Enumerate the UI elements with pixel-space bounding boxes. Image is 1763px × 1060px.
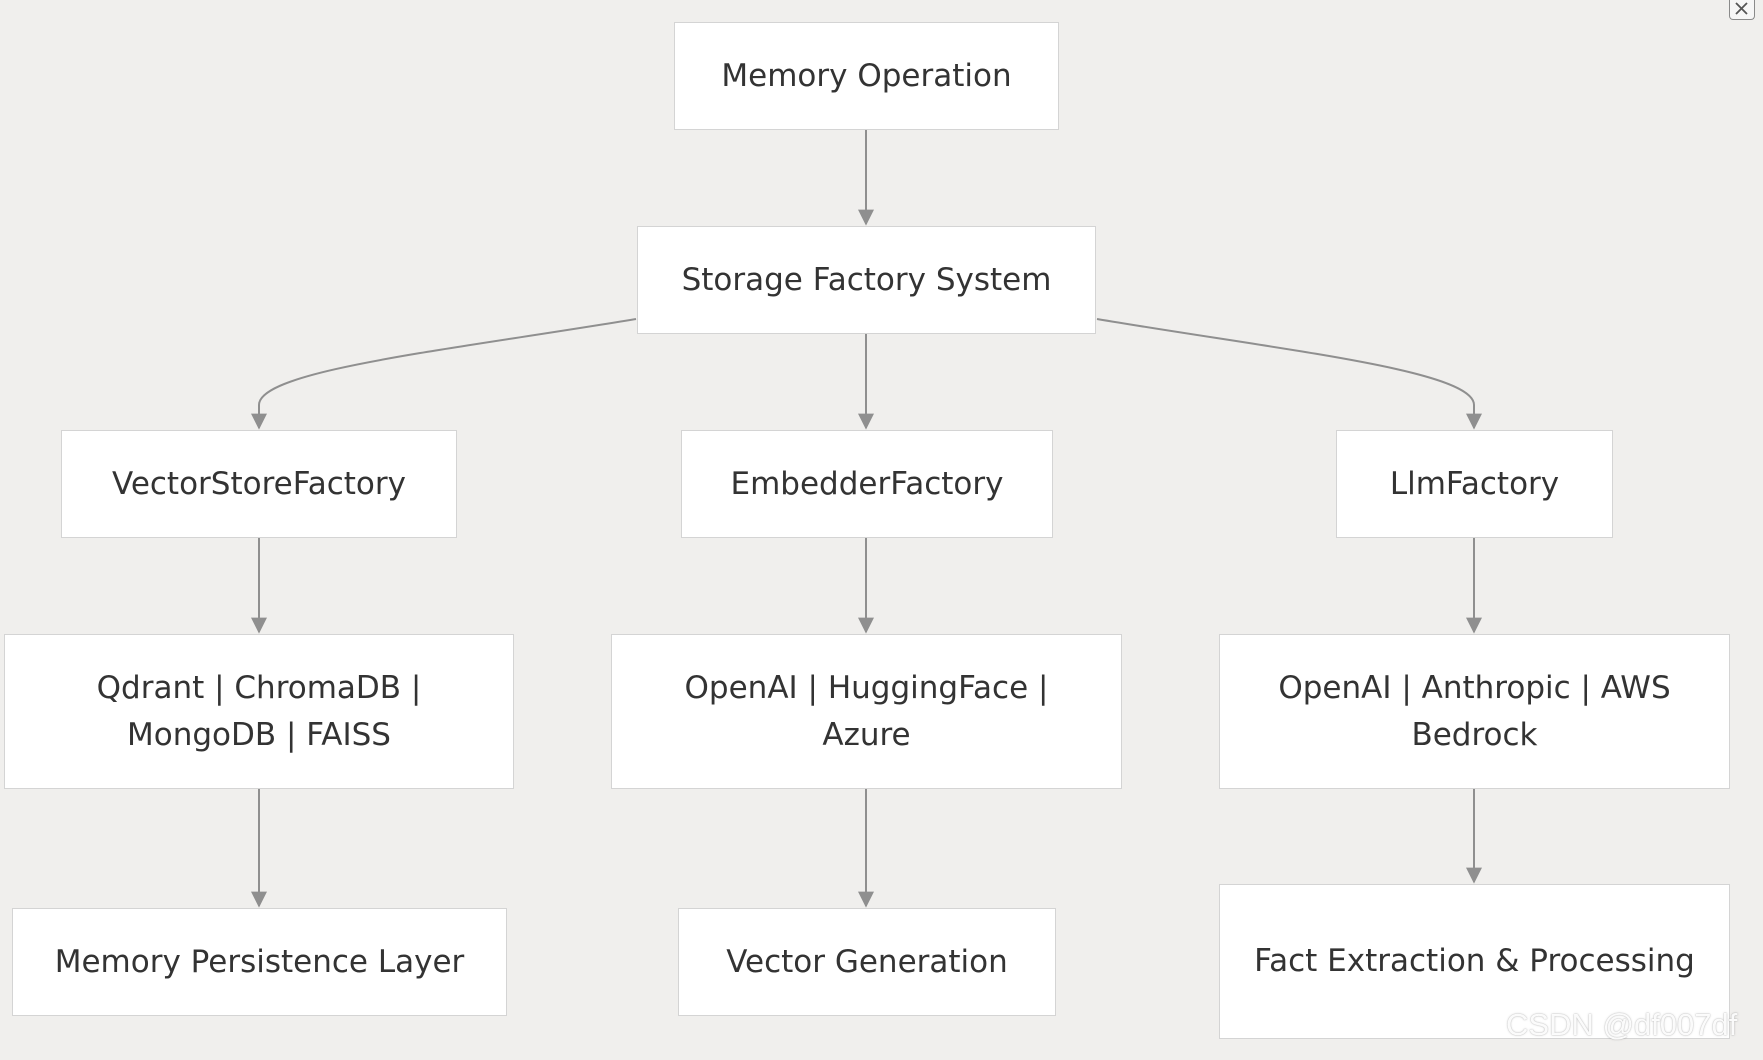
llm-factory-label: LlmFactory <box>1389 465 1560 502</box>
storage-factory-node: Storage Factory System <box>637 226 1096 334</box>
embedder-factory-node: EmbedderFactory <box>681 430 1053 538</box>
memory-operation-node: Memory Operation <box>674 22 1059 130</box>
watermark: CSDN @df007df <box>1506 1007 1738 1042</box>
vector-generation-node: Vector Generation <box>678 908 1056 1016</box>
memory-persistence-label: Memory Persistence Layer <box>54 943 465 980</box>
memory-operation-label: Memory Operation <box>721 57 1012 94</box>
vector-stores-label: Qdrant | ChromaDB | MongoDB | FAISS <box>96 669 422 753</box>
fact-extraction-node: Fact Extraction & Processing <box>1219 884 1730 1039</box>
vector-store-factory-label: VectorStoreFactory <box>112 465 406 502</box>
close-icon <box>1735 2 1748 15</box>
embedders-label: OpenAI | HuggingFace | Azure <box>684 669 1049 753</box>
storage-factory-label: Storage Factory System <box>681 261 1052 298</box>
edge-storage-factory-to-llm-factory <box>1096 318 1482 430</box>
llms-label: OpenAI | Anthropic | AWS Bedrock <box>1278 669 1671 753</box>
llm-factory-node: LlmFactory <box>1336 430 1613 538</box>
memory-persistence-node: Memory Persistence Layer <box>12 908 507 1016</box>
edge-storage-factory-to-vector-store-factory <box>251 318 637 430</box>
close-button[interactable] <box>1729 0 1755 20</box>
vector-stores-node: Qdrant | ChromaDB | MongoDB | FAISS <box>4 634 514 789</box>
embedder-factory-label: EmbedderFactory <box>730 465 1004 502</box>
vector-store-factory-node: VectorStoreFactory <box>61 430 457 538</box>
fact-extraction-label: Fact Extraction & Processing <box>1254 943 1695 979</box>
llms-node: OpenAI | Anthropic | AWS Bedrock <box>1219 634 1730 789</box>
embedders-node: OpenAI | HuggingFace | Azure <box>611 634 1122 789</box>
vector-generation-label: Vector Generation <box>726 943 1008 980</box>
